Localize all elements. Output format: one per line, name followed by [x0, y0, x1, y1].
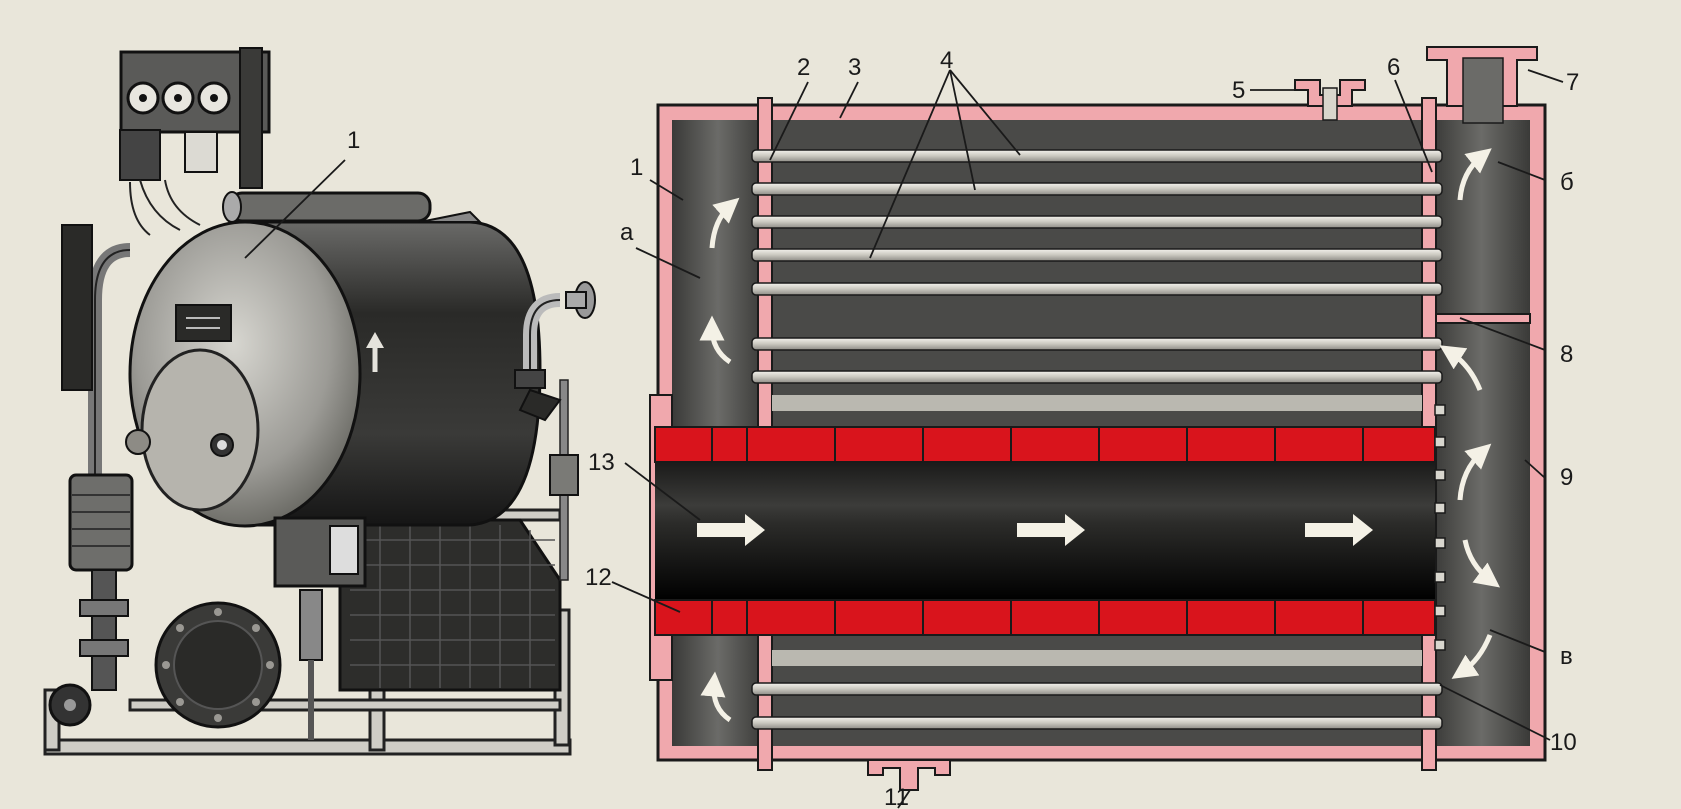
gauge-icon	[161, 81, 195, 115]
front-flange	[48, 601, 282, 729]
label-2: 2	[797, 54, 810, 81]
firebrick-top	[654, 426, 1436, 463]
label-5: 5	[1232, 77, 1245, 104]
top-pipe	[222, 191, 483, 223]
arrow-icon	[709, 197, 740, 249]
mesh-panel	[338, 518, 562, 692]
nameplate	[175, 304, 232, 342]
firebrick-bottom	[654, 599, 1436, 636]
arrow-icon	[366, 332, 384, 372]
label-6: 6	[1387, 54, 1400, 81]
label-1-left: 1	[347, 127, 360, 154]
label-9: 9	[1560, 464, 1573, 491]
gauge-icon	[197, 81, 231, 115]
arrow-icon	[1457, 443, 1492, 501]
label-1-right: 1	[630, 154, 643, 181]
label-a: а	[620, 219, 634, 246]
boiler-exterior	[43, 47, 596, 756]
arrow-icon	[1305, 514, 1373, 546]
boiler-cross-section: 1 1 а 2 3 4 5 6 7 б 8 9 в 10 11 12 13	[244, 46, 1579, 809]
arrow-icon	[700, 671, 732, 723]
nozzle-5	[1294, 79, 1366, 107]
label-13: 13	[588, 449, 615, 476]
arrow-icon	[697, 514, 765, 546]
fire-tubes-lower	[751, 650, 1443, 730]
tube-ends	[1434, 404, 1446, 651]
label-12: 12	[585, 564, 612, 591]
label-11: 11	[884, 784, 909, 809]
label-10: 10	[1550, 729, 1577, 756]
chamber-b	[1433, 120, 1530, 316]
chamber-v	[1433, 322, 1530, 746]
label-8: 8	[1560, 341, 1573, 368]
valve-knob	[125, 429, 151, 455]
burner-door	[140, 348, 260, 512]
partition	[1429, 313, 1531, 324]
outlet-pipe	[514, 281, 596, 581]
nozzle-11	[867, 759, 951, 791]
arrow-icon	[1017, 514, 1085, 546]
fire-tubes-upper	[751, 149, 1443, 411]
fan-motor	[68, 473, 134, 691]
arrow-icon	[1462, 539, 1500, 588]
furnace	[654, 426, 1436, 636]
label-v: в	[1560, 643, 1573, 670]
control-panel	[119, 47, 271, 236]
arrow-icon	[1457, 148, 1492, 201]
callout-labels: 1 1 а 2 3 4 5 6 7 б 8 9 в 10 11 12 13	[347, 47, 1579, 809]
arrow-icon	[1439, 345, 1483, 391]
arrow-icon	[1451, 634, 1493, 679]
label-b: б	[1560, 169, 1574, 196]
burner-unit	[273, 516, 367, 740]
arrow-icon	[699, 315, 732, 365]
label-7: 7	[1566, 69, 1579, 96]
label-4: 4	[940, 47, 953, 74]
label-3: 3	[848, 54, 861, 81]
leader-lines	[244, 69, 1564, 809]
gauge-icon	[126, 81, 160, 115]
